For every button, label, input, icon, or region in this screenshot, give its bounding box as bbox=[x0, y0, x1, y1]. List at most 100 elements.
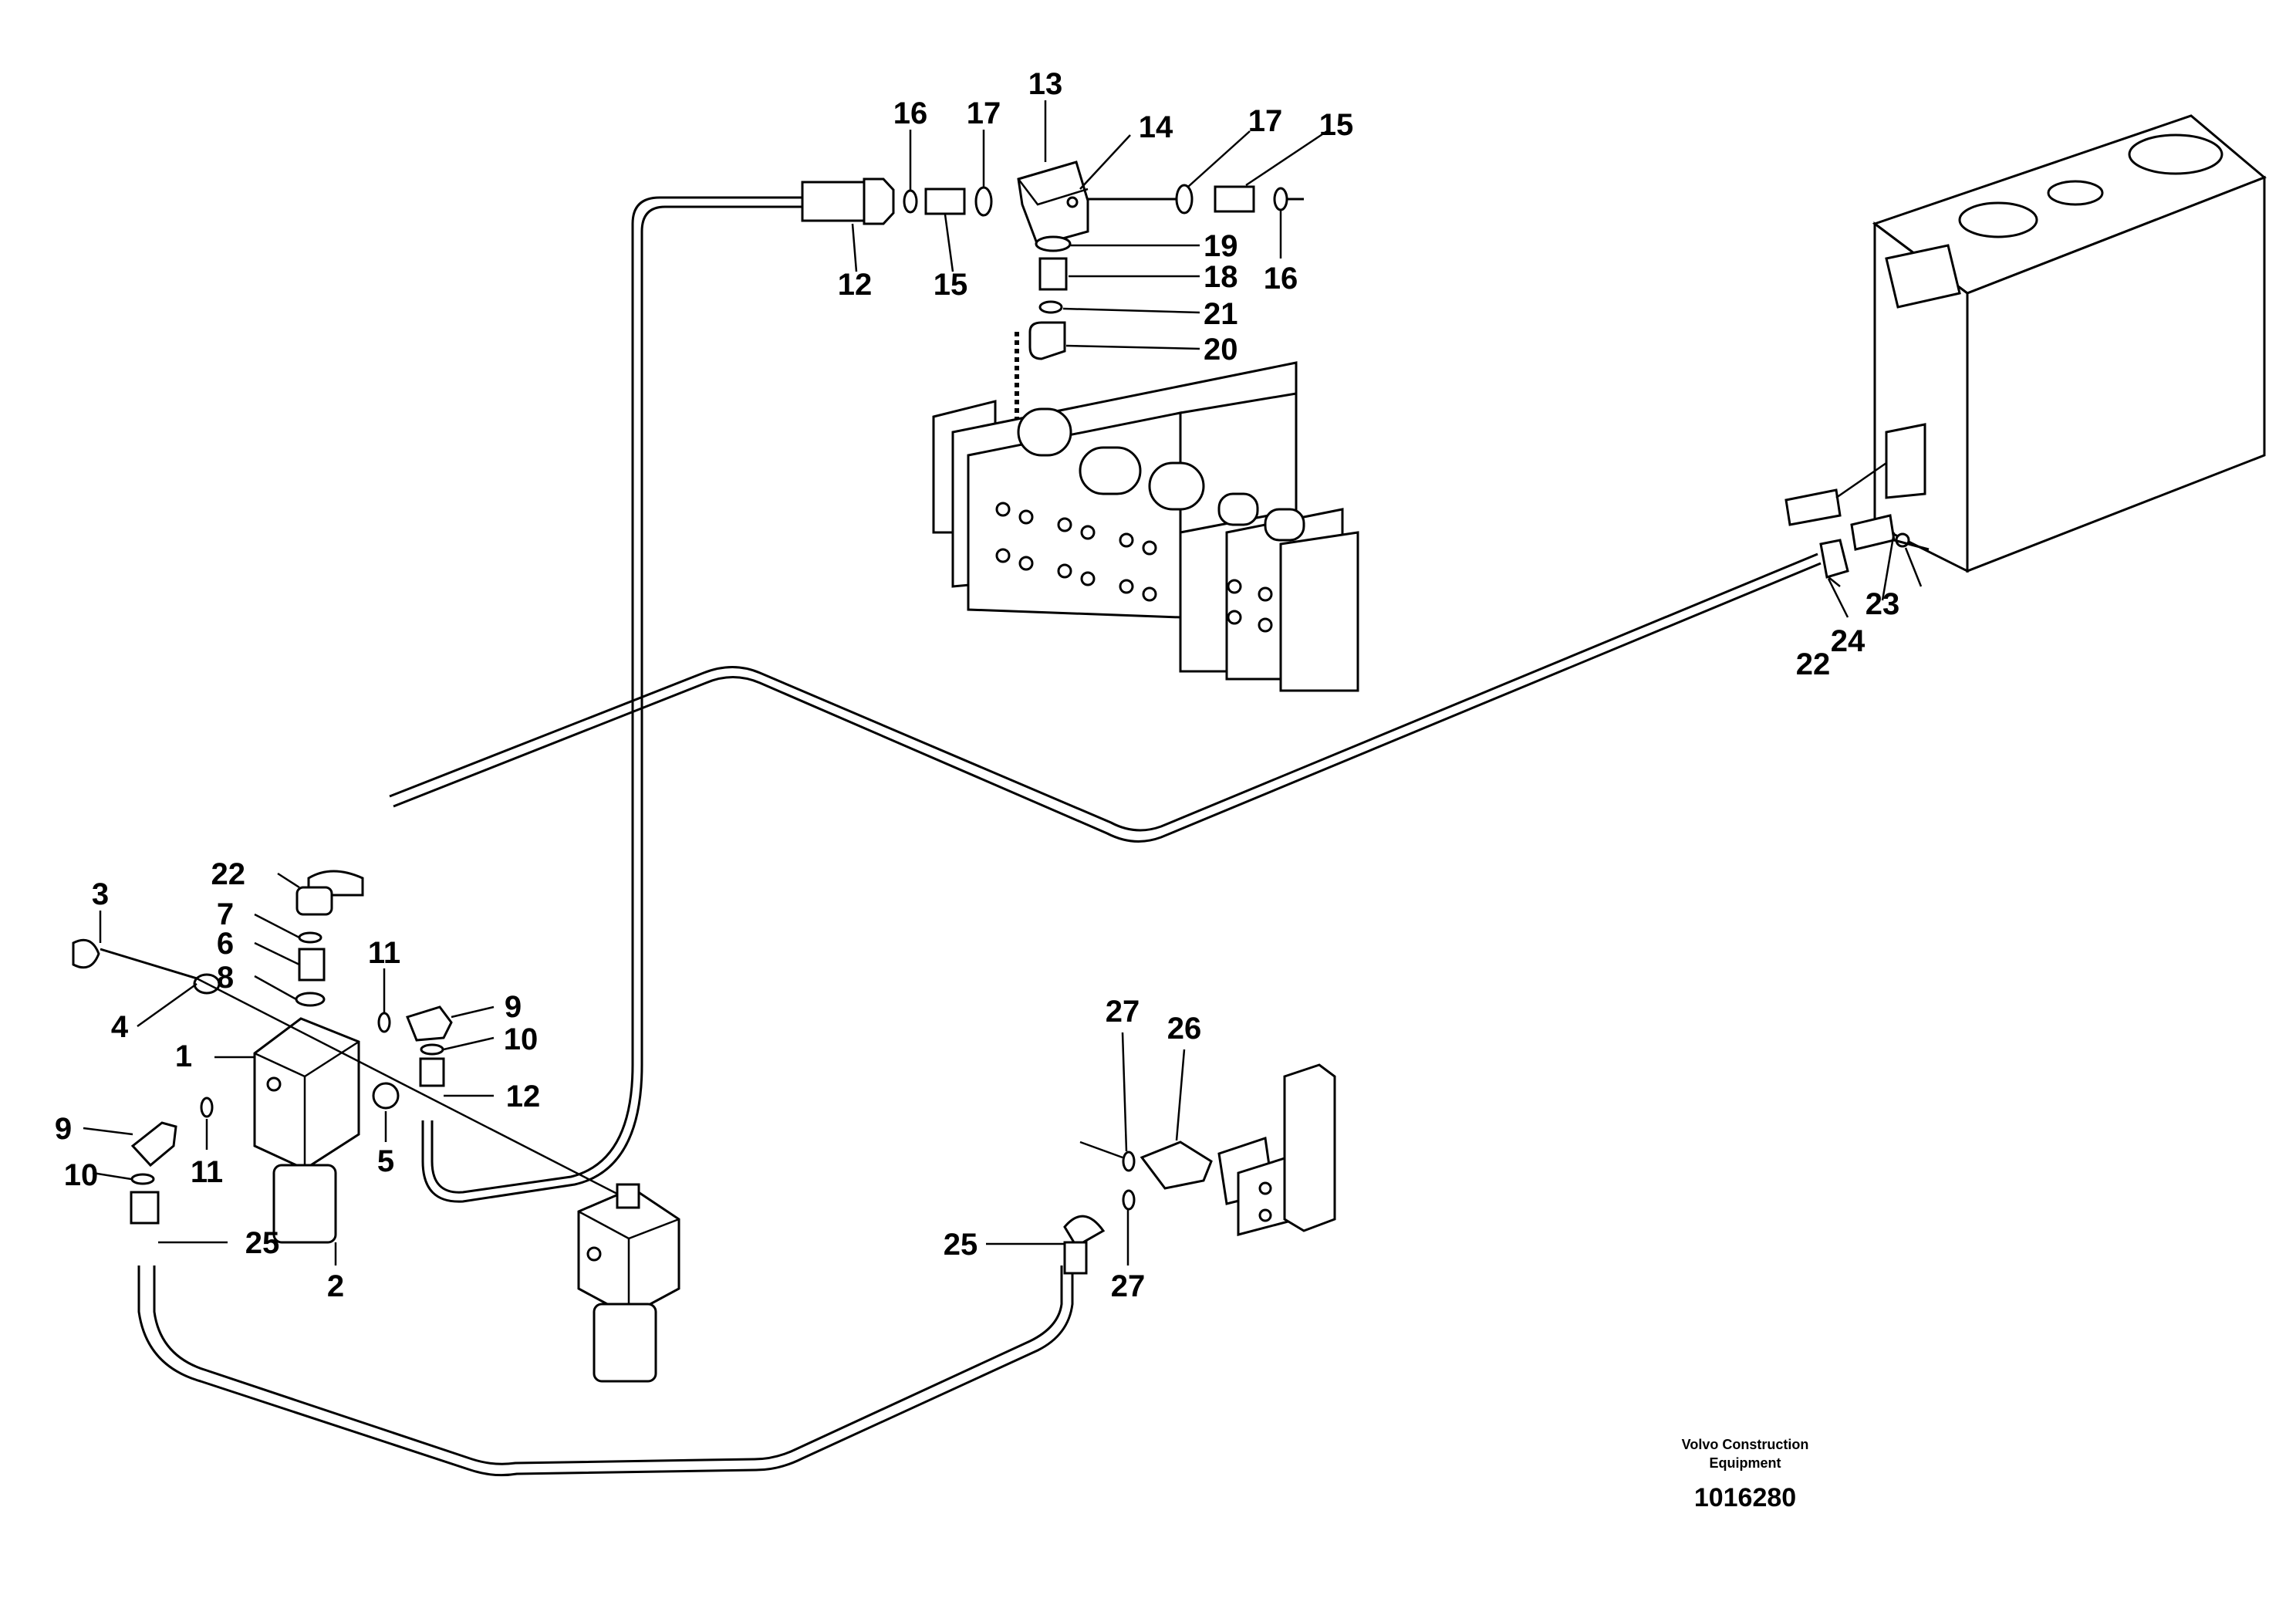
drawing-footer: Volvo Construction Equipment 1016280 bbox=[1682, 1437, 1809, 1512]
hex-nut-12 bbox=[863, 177, 895, 225]
callout-9-lower: 9 bbox=[55, 1112, 72, 1146]
callout-6: 6 bbox=[217, 927, 234, 961]
bolt-3 bbox=[100, 948, 198, 980]
hose-25-inner bbox=[153, 1265, 1063, 1465]
lower-valve bbox=[577, 1183, 680, 1383]
plug-5 bbox=[372, 1082, 400, 1110]
tank-cap-2 bbox=[2047, 180, 2104, 206]
callout-27-upper: 27 bbox=[1106, 995, 1140, 1029]
port-14 bbox=[1066, 196, 1079, 208]
lower-valve-fitting bbox=[616, 1183, 640, 1209]
hose-lines bbox=[137, 196, 1822, 1477]
nipple-18 bbox=[1038, 257, 1068, 291]
hose-end-25-right bbox=[1063, 1241, 1088, 1275]
washer-19 bbox=[1035, 235, 1072, 252]
callout-14: 14 bbox=[1139, 110, 1173, 144]
elbow-25-right bbox=[1063, 1215, 1106, 1249]
callout-17-right: 17 bbox=[1248, 104, 1283, 138]
callout-10-upper: 10 bbox=[504, 1022, 539, 1056]
o-ring-27-lower bbox=[1122, 1189, 1136, 1211]
hose-12-upper bbox=[430, 196, 802, 1194]
nipple-15-left bbox=[924, 188, 966, 215]
hose-22-inner bbox=[389, 552, 1818, 832]
washer-17-left bbox=[974, 186, 993, 217]
callout-22-left: 22 bbox=[211, 857, 246, 891]
washer-8 bbox=[295, 992, 326, 1007]
solenoid-cap-4 bbox=[1217, 492, 1259, 526]
callout-27-lower: 27 bbox=[1111, 1269, 1146, 1303]
tank-elbow-upper bbox=[1784, 488, 1842, 526]
valve-body-1 bbox=[253, 1017, 360, 1171]
callout-25-left: 25 bbox=[245, 1226, 280, 1260]
callout-labels: 1 2 3 4 5 6 7 8 9 9 10 10 11 11 12 12 13… bbox=[55, 67, 1899, 1303]
o-ring-16-right bbox=[1273, 187, 1288, 211]
callout-15-left: 15 bbox=[934, 268, 968, 302]
callout-11-upper: 11 bbox=[368, 936, 400, 970]
tank-cap-3 bbox=[2128, 133, 2223, 175]
hose-22 bbox=[393, 562, 1822, 843]
tank-side-block bbox=[1885, 244, 1961, 309]
solenoid-cap-3 bbox=[1148, 461, 1205, 511]
top-fitting-assembly bbox=[801, 161, 1304, 432]
callout-12-lower: 12 bbox=[506, 1080, 541, 1113]
tank-port-plate bbox=[1885, 423, 1926, 499]
callout-23: 23 bbox=[1866, 587, 1900, 621]
nipple-15-right bbox=[1214, 185, 1255, 213]
callout-1: 1 bbox=[175, 1039, 192, 1073]
port-hole-1 bbox=[266, 1076, 282, 1092]
tee-26 bbox=[1140, 1140, 1213, 1190]
elbow-20 bbox=[1028, 321, 1066, 360]
hydraulic-tank bbox=[1784, 114, 2267, 579]
leader-lines bbox=[83, 100, 1923, 1265]
callout-7: 7 bbox=[217, 897, 234, 931]
callout-2: 2 bbox=[327, 1269, 344, 1303]
o-ring-27-upper bbox=[1122, 1151, 1136, 1172]
o-ring-7 bbox=[298, 931, 322, 944]
washer-17-right bbox=[1175, 184, 1194, 215]
callout-20: 20 bbox=[1204, 333, 1238, 367]
callout-25-right: 25 bbox=[944, 1228, 978, 1262]
callout-26: 26 bbox=[1167, 1012, 1202, 1046]
hose-end-12-lower bbox=[419, 1057, 445, 1087]
callout-12-upper: 12 bbox=[838, 268, 873, 302]
callout-11-lower: 11 bbox=[191, 1155, 223, 1189]
callout-3: 3 bbox=[92, 877, 109, 911]
callout-4: 4 bbox=[111, 1010, 129, 1044]
callout-5: 5 bbox=[377, 1144, 394, 1178]
left-valve-assembly bbox=[72, 870, 645, 1244]
callout-22-tank: 22 bbox=[1796, 647, 1831, 681]
callout-24: 24 bbox=[1831, 624, 1866, 658]
callout-18: 18 bbox=[1204, 260, 1238, 294]
tank-cap-1 bbox=[1958, 201, 2038, 238]
brand-line-2: Equipment bbox=[1710, 1455, 1781, 1471]
nut-25 bbox=[130, 1191, 160, 1225]
o-ring-11-lower bbox=[200, 1097, 214, 1118]
o-ring-21 bbox=[1038, 300, 1063, 314]
o-ring-10-upper bbox=[420, 1043, 444, 1056]
drawing-number: 1016280 bbox=[1694, 1483, 1796, 1512]
nut-22-left bbox=[295, 886, 333, 916]
o-ring-16-left bbox=[903, 189, 918, 214]
solenoid-cap-1 bbox=[1017, 407, 1072, 457]
tee-23 bbox=[1850, 514, 1896, 551]
hose-25 bbox=[137, 1265, 1074, 1477]
elbow-9-upper bbox=[406, 1005, 453, 1042]
tank-front bbox=[1966, 175, 2266, 573]
callout-21: 21 bbox=[1204, 297, 1238, 331]
callout-16-left: 16 bbox=[893, 96, 928, 130]
callout-8: 8 bbox=[217, 961, 234, 995]
coil-2 bbox=[272, 1164, 337, 1244]
solenoid-cap-2 bbox=[1079, 446, 1142, 495]
callout-9-upper: 9 bbox=[505, 990, 522, 1024]
o-ring-11-upper bbox=[377, 1012, 391, 1033]
hose-12-upper-inner bbox=[421, 205, 802, 1203]
brand-line-1: Volvo Construction bbox=[1682, 1437, 1809, 1452]
hose-end-22-tank bbox=[1819, 539, 1849, 579]
elbow-9-lower bbox=[130, 1121, 177, 1168]
callout-19: 19 bbox=[1204, 229, 1238, 263]
bolt-head-3 bbox=[72, 938, 100, 969]
solenoid-cap-5 bbox=[1264, 508, 1305, 542]
callout-10-lower: 10 bbox=[64, 1158, 99, 1192]
callout-15-right: 15 bbox=[1319, 108, 1354, 142]
block-13 bbox=[1017, 161, 1089, 247]
